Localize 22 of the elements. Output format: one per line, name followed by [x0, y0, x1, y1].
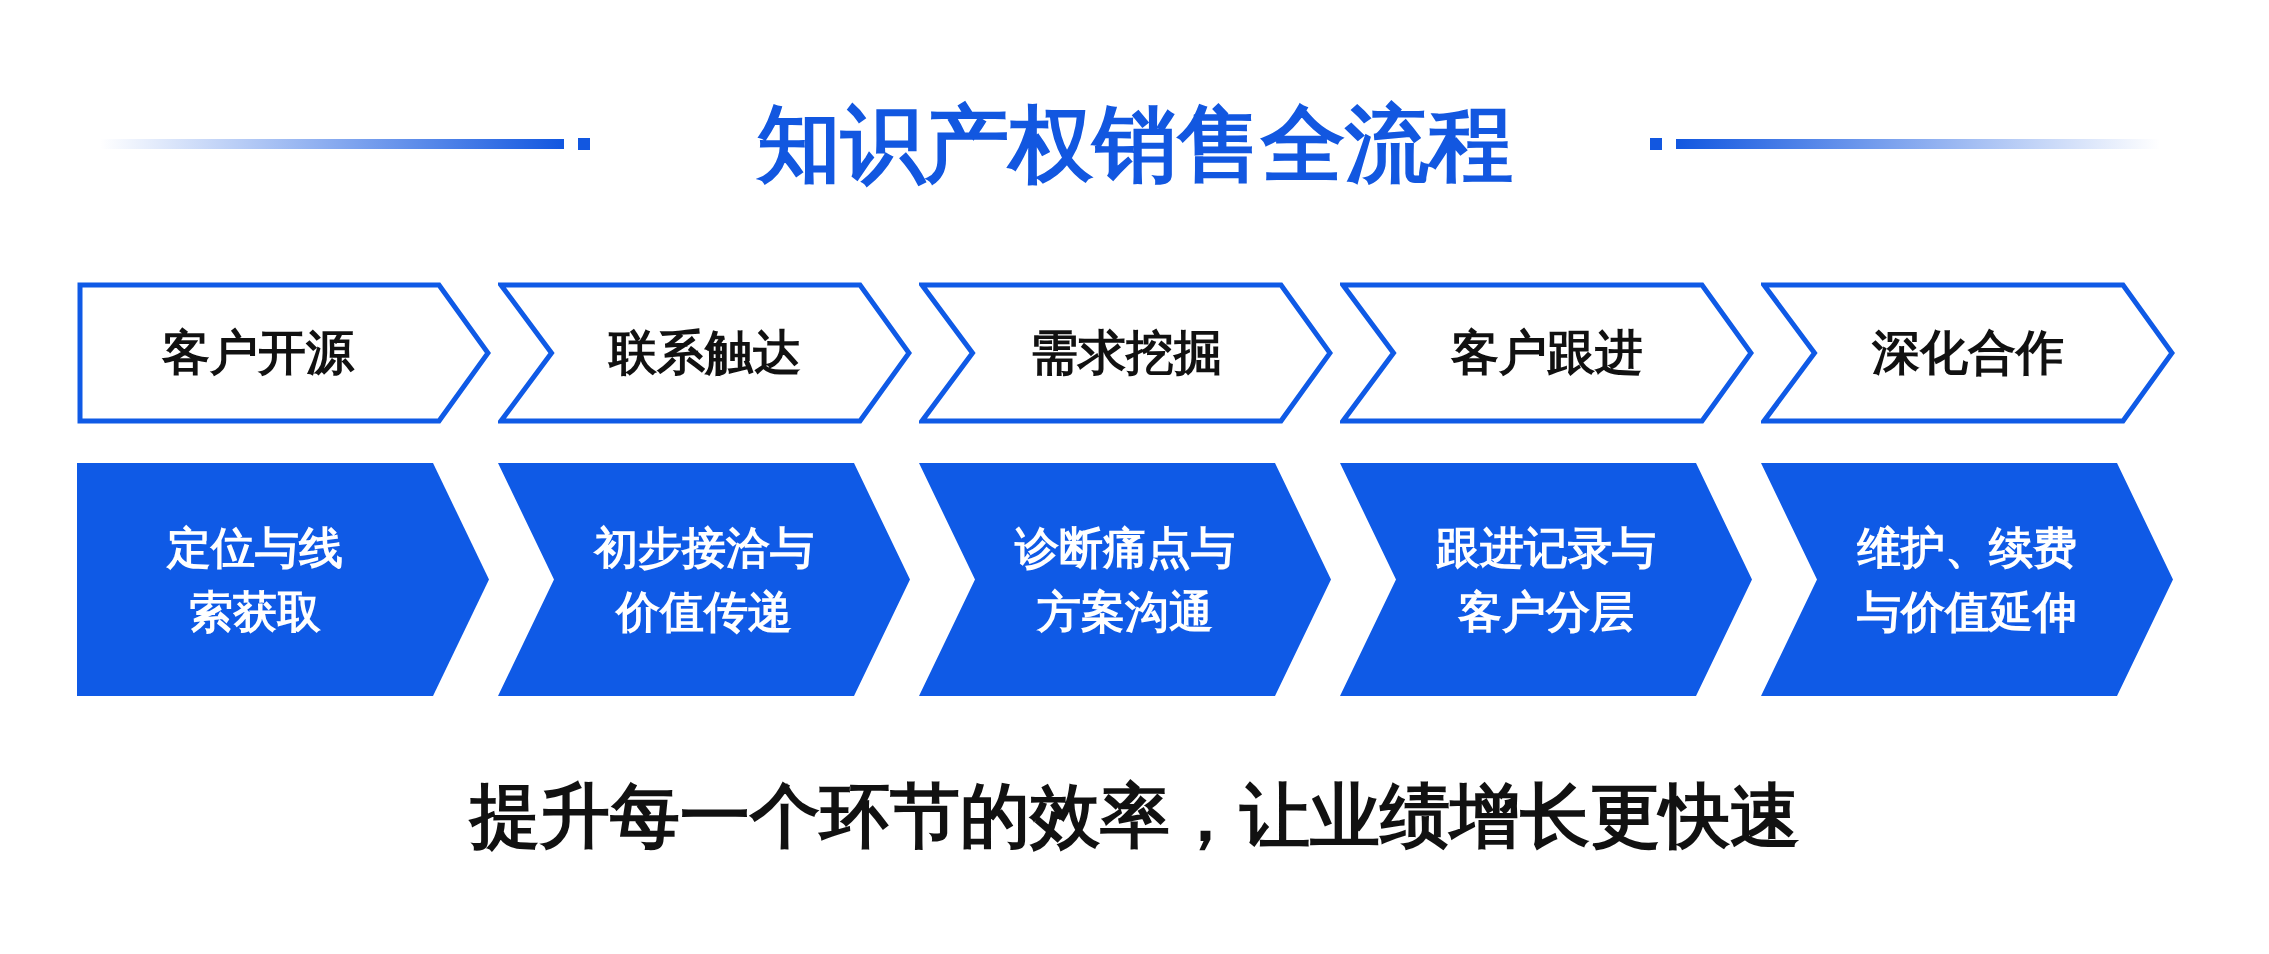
- step-label: 初步接洽与价值传递: [592, 520, 815, 639]
- chevron-banner: [919, 463, 1331, 696]
- step-label: 定位与线索获取: [165, 520, 344, 639]
- step-label: 维护、续费与价值延伸: [1856, 520, 2078, 639]
- chevron-step: [1340, 282, 1754, 424]
- step-label: 客户开源: [161, 323, 356, 382]
- step-label: 深化合作: [1871, 323, 2065, 382]
- chevron-step: [1761, 282, 2175, 424]
- chevron-banner: [77, 463, 489, 696]
- caption: 提升每一个环节的效率，让业绩增长更快速: [469, 774, 1800, 859]
- chevron-step: [919, 282, 1333, 424]
- step-label: 跟进记录与客户分层: [1435, 520, 1657, 639]
- chevron-step: [77, 282, 491, 424]
- step-label: 需求挖掘: [1029, 323, 1223, 382]
- step-label: 联系触达: [607, 323, 802, 382]
- chevron-banner: [1761, 463, 2173, 696]
- step-label: 客户跟进: [1450, 323, 1644, 382]
- chevron-banner: [498, 463, 910, 696]
- chevron-step: [498, 282, 912, 424]
- chevron-banner: [1340, 463, 1752, 696]
- title: 知识产权销售全流程: [756, 94, 1513, 195]
- step-label: 诊断痛点与方案沟通: [1013, 520, 1236, 639]
